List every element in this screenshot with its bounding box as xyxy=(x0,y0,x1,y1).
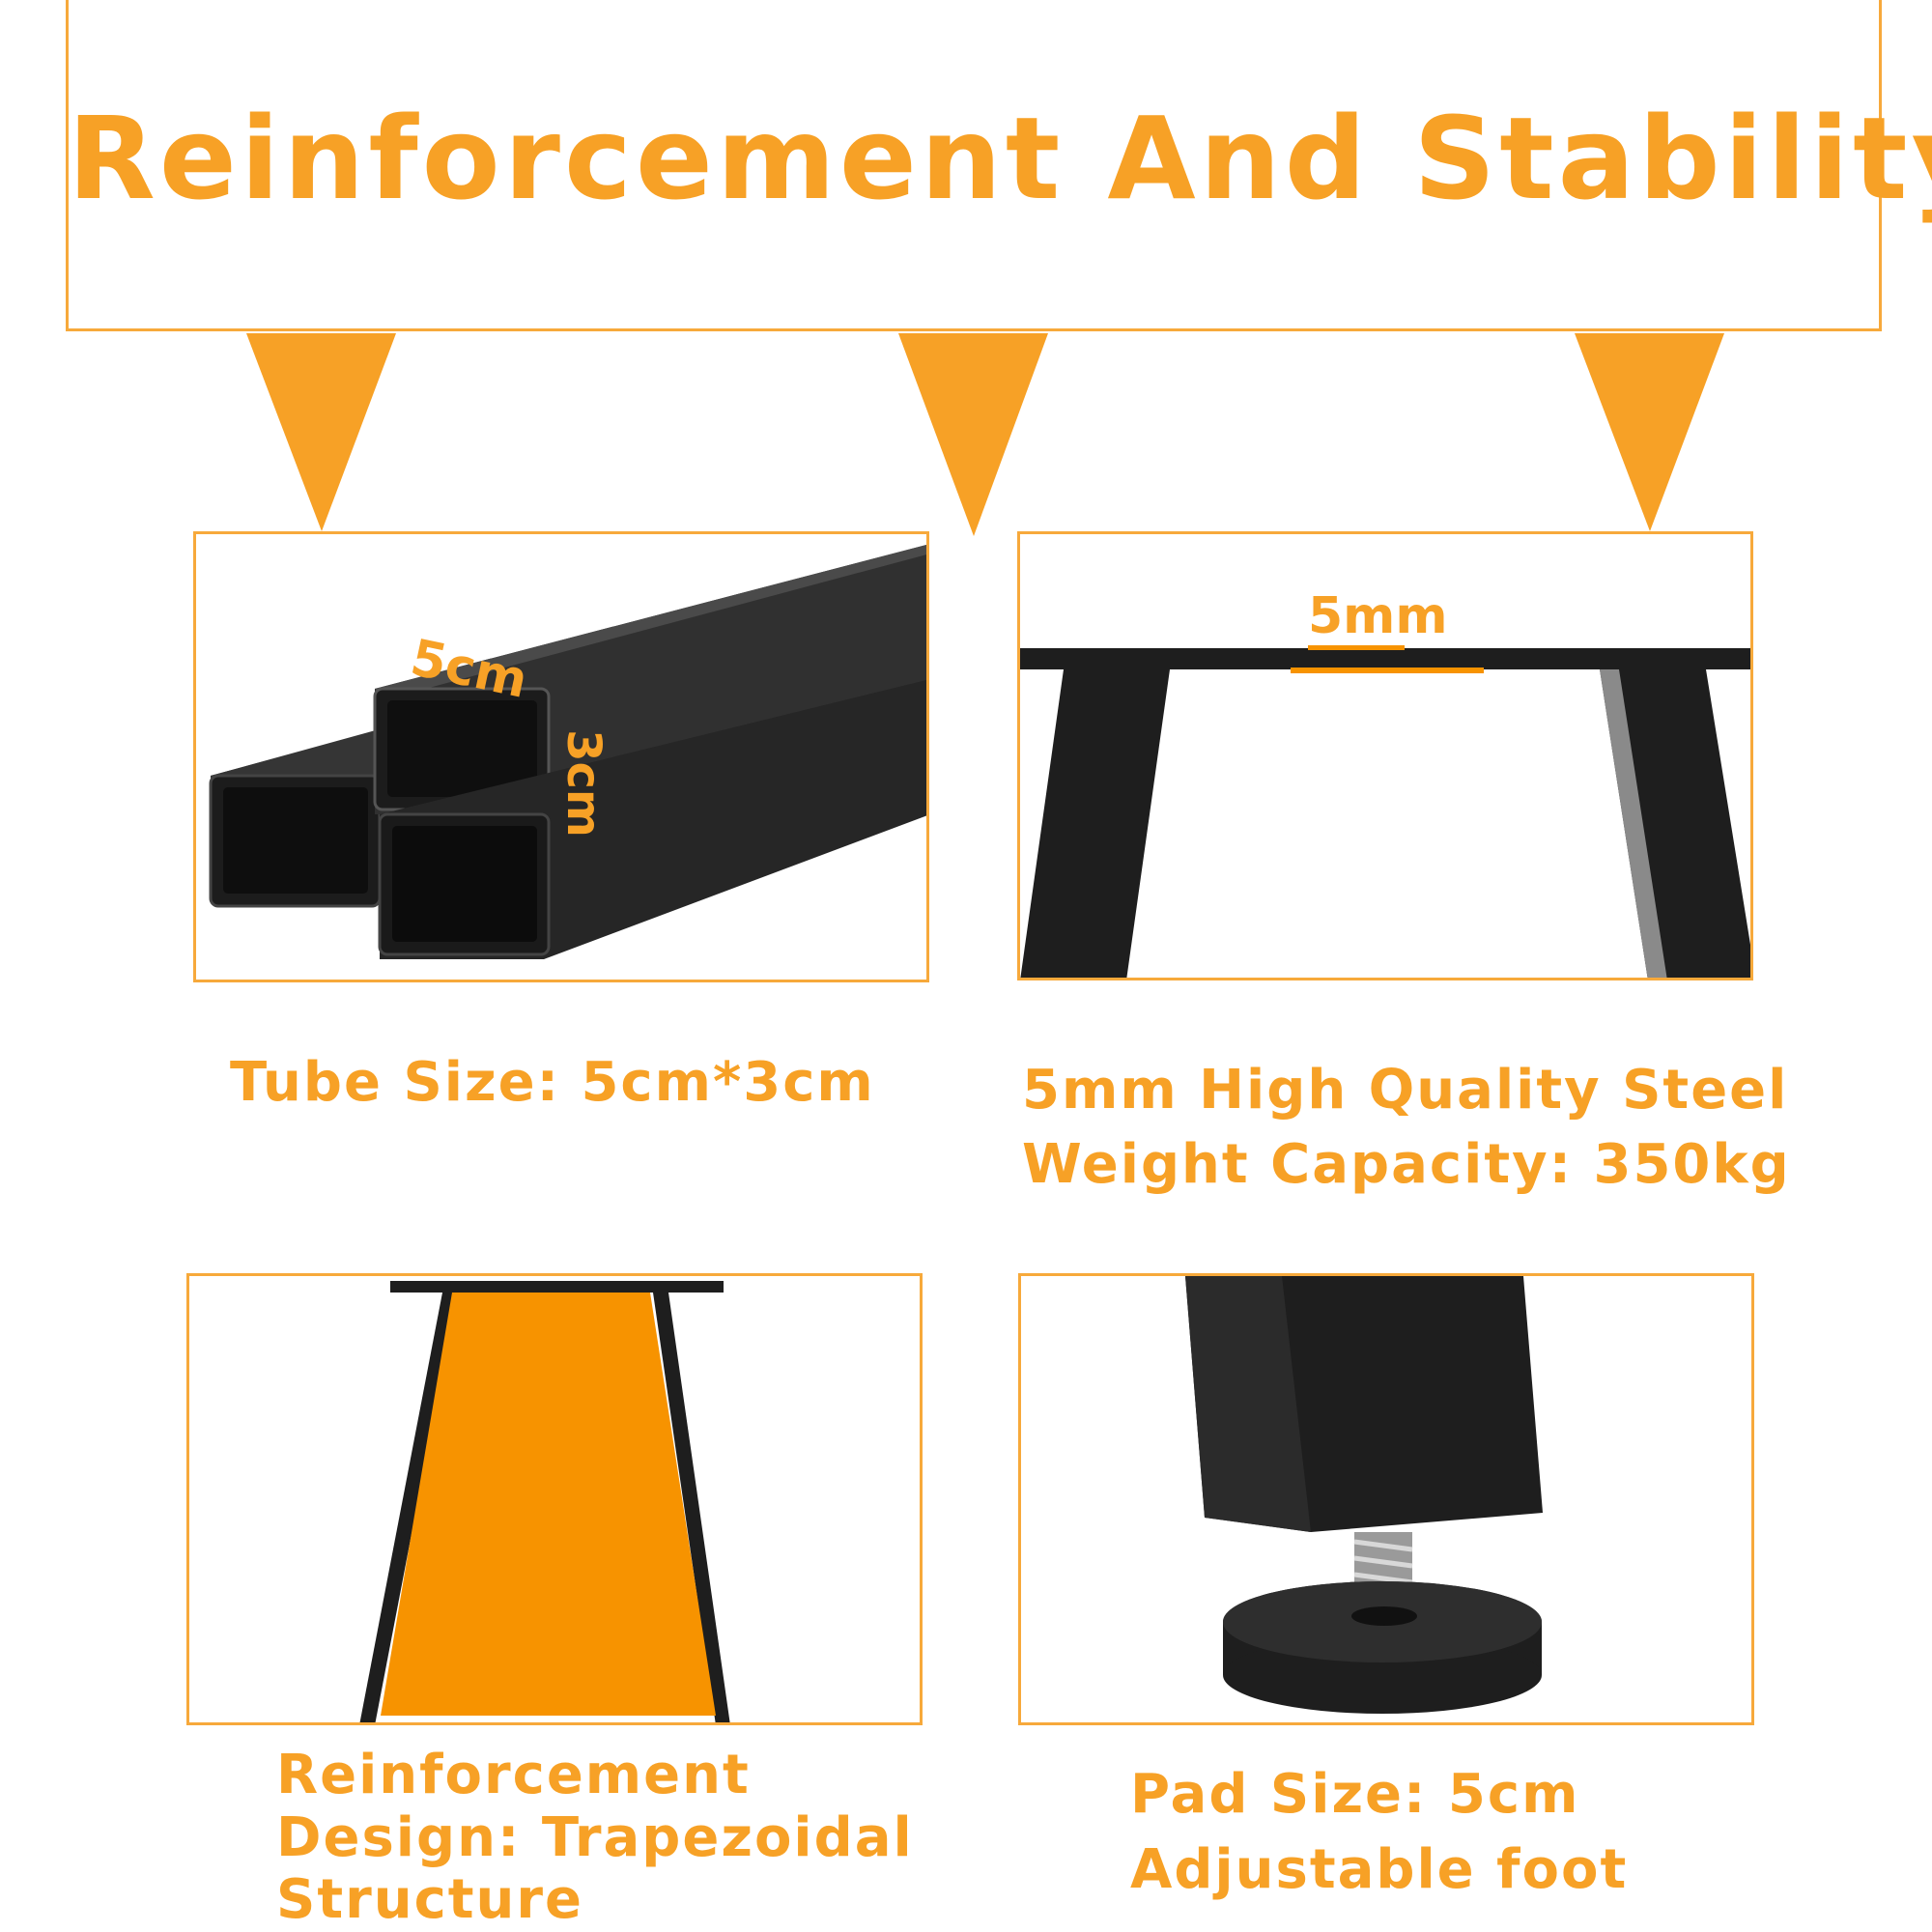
steel-caption-line2: Weight Capacity: 350kg xyxy=(1022,1133,1791,1196)
pad-caption-line1: Pad Size: 5cm xyxy=(1130,1763,1580,1826)
reinforce-caption-line1: Reinforcement xyxy=(276,1744,751,1806)
arrow-right xyxy=(1575,333,1724,531)
arrow-left xyxy=(246,333,396,531)
thickness-underline xyxy=(1308,645,1405,650)
steel-caption-line1: 5mm High Quality Steel xyxy=(1022,1059,1789,1122)
steel-tubes-illustration xyxy=(209,545,926,959)
steel-panel: 5mm xyxy=(1017,531,1753,980)
arrow-middle xyxy=(898,333,1048,536)
foot-panel xyxy=(1018,1273,1754,1725)
pointer-arrows xyxy=(246,333,1724,536)
tube-height-label: 3cm xyxy=(555,729,611,838)
trapezoid-highlight xyxy=(381,1293,716,1716)
trapezoid-panel xyxy=(186,1273,923,1725)
pad-caption-line2: Adjustable foot xyxy=(1130,1838,1629,1901)
reinforce-caption-line2: Design: Trapezoidal xyxy=(276,1806,914,1869)
page-title: Reinforcement And Stability xyxy=(68,92,1932,225)
reinforce-caption-line3: Structure xyxy=(276,1868,584,1931)
table-frame-illustration xyxy=(1020,648,1750,978)
thickness-label: 5mm xyxy=(1308,587,1448,645)
adjustable-foot-illustration xyxy=(1185,1276,1543,1714)
trapezoid-frame-illustration xyxy=(359,1281,730,1722)
header-frame xyxy=(66,0,1882,331)
tube-panel: 5cm 3cm xyxy=(193,531,929,982)
tube-size-caption: Tube Size: 5cm*3cm xyxy=(230,1051,875,1114)
